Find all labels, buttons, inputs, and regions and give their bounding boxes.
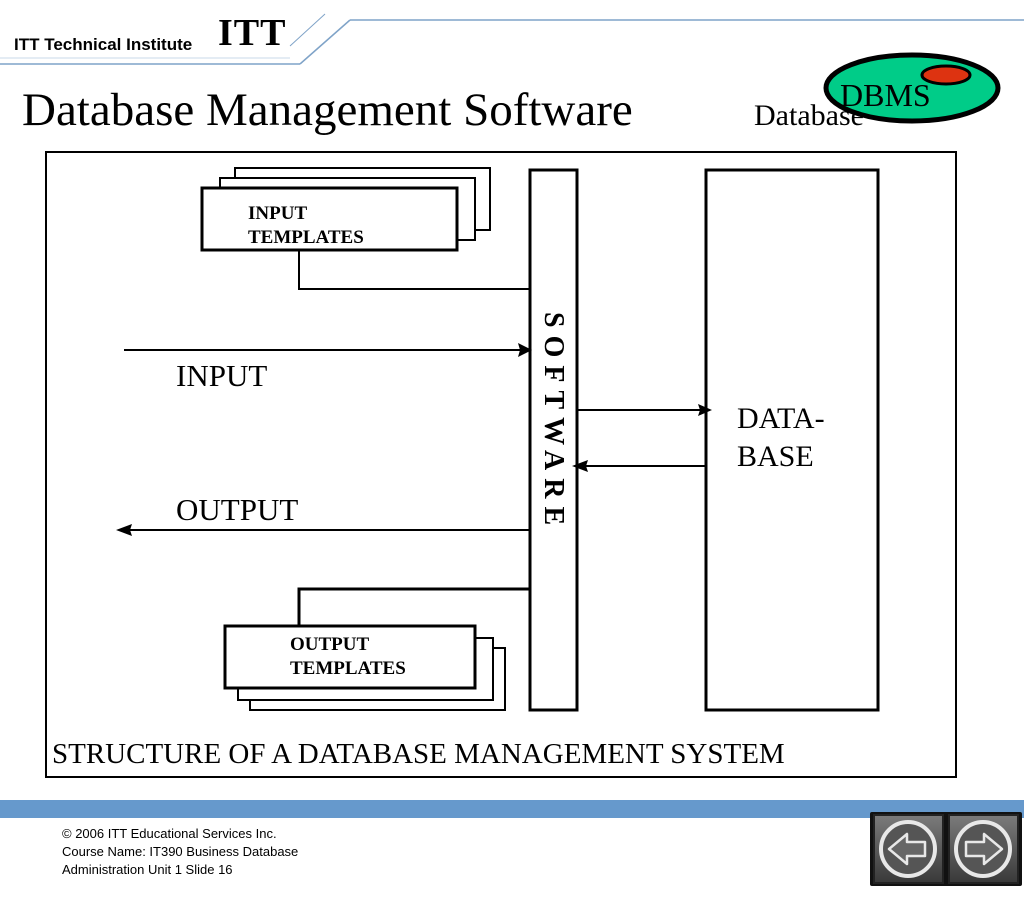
input-templates-line1: INPUT (248, 203, 307, 224)
database-label: Database (754, 99, 864, 132)
input-templates-stack: INPUT TEMPLATES (200, 167, 491, 252)
dbms-structure-diagram: INPUT TEMPLATES OUTPUT TEMPLATES SOFTWAR… (45, 151, 957, 778)
header-decoration (0, 13, 1024, 65)
output-templates-connector (297, 587, 530, 626)
input-templates-line2: TEMPLATES (248, 227, 364, 248)
slide-navigation (870, 812, 1022, 886)
logo-mark: ITT (218, 12, 287, 54)
back-arrow-icon (879, 820, 937, 878)
input-templates-connector (298, 250, 530, 290)
software-box (528, 168, 579, 712)
previous-slide-button[interactable] (873, 814, 944, 884)
diagram-frame (45, 151, 957, 778)
diagram-caption: STRUCTURE OF A DATABASE MANAGEMENT SYSTE… (52, 738, 785, 770)
footer-course-name: Course Name: IT390 Business Database (62, 844, 299, 859)
input-label: INPUT (176, 358, 267, 393)
logo-text: ITT Technical Institute (14, 35, 193, 54)
from-database-arrowhead (572, 460, 588, 472)
footer-bar (0, 800, 1024, 818)
input-arrowhead (518, 343, 532, 357)
database-line1: DATA- (737, 402, 825, 435)
database-line2: BASE (737, 440, 814, 473)
footer-copyright: © 2006 ITT Educational Services Inc. (62, 826, 277, 841)
database-box (704, 168, 880, 712)
output-arrowhead (116, 524, 132, 536)
output-label: OUTPUT (176, 492, 298, 527)
software-label: SOFTWARE (538, 312, 569, 533)
output-templates-line2: TEMPLATES (290, 658, 406, 679)
forward-arrow-icon (954, 820, 1012, 878)
to-database-arrowhead (698, 404, 712, 416)
next-slide-button[interactable] (948, 814, 1019, 884)
slide-title: Database Management Software (22, 84, 633, 136)
footer-unit-slide: Administration Unit 1 Slide 16 (62, 862, 233, 877)
dbms-badge-text: DBMS (840, 77, 931, 113)
footer-text: © 2006 ITT Educational Services Inc. Cou… (62, 825, 298, 879)
output-templates-stack: OUTPUT TEMPLATES (223, 624, 506, 711)
output-templates-line1: OUTPUT (290, 634, 370, 655)
dbms-badge: DBMS (823, 52, 1001, 124)
